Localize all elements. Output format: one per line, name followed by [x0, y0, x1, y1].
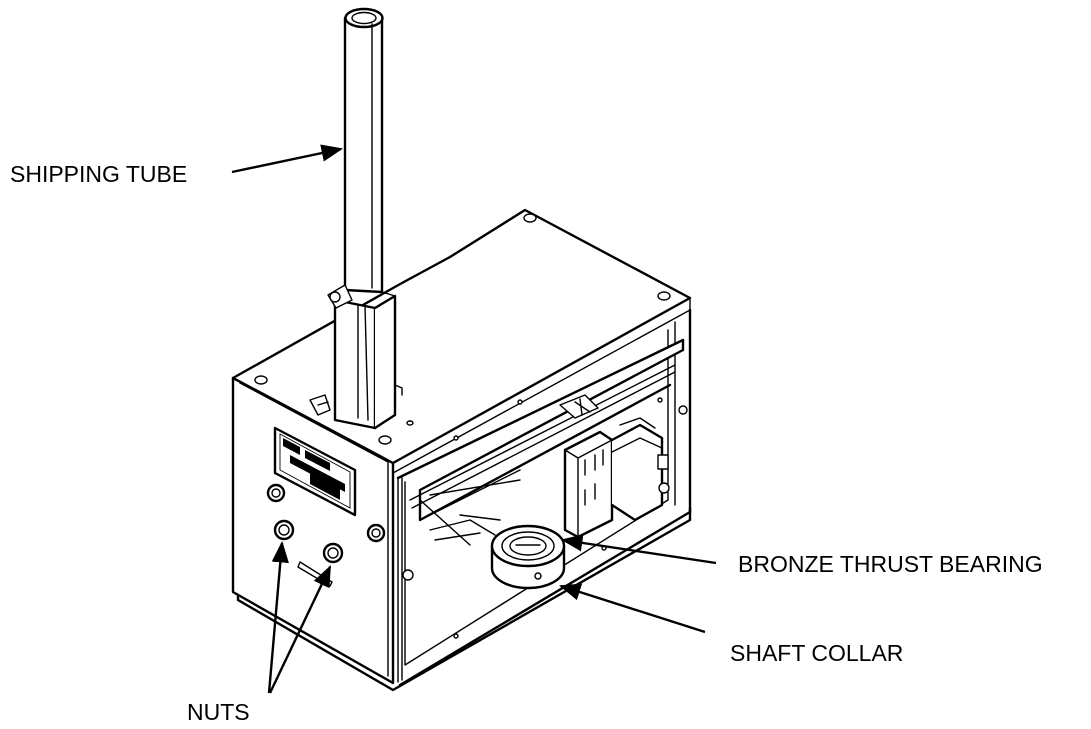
guide-rail [419, 479, 521, 546]
nut [273, 519, 295, 541]
inner-channel-lines [409, 364, 676, 521]
top-screws [254, 213, 671, 445]
control-knob [366, 523, 386, 543]
transformer [563, 417, 670, 539]
leader-nuts-right [268, 565, 332, 694]
side-frame [398, 308, 692, 687]
leader-shaft-collar [558, 583, 706, 634]
leader-shipping-tube [231, 144, 344, 174]
switch-part [559, 394, 599, 419]
leader-bronze-thrust-bearing [560, 534, 717, 565]
bronze-thrust-bearing [429, 519, 566, 590]
nameplate [273, 426, 357, 517]
shipping-tube [309, 7, 403, 430]
label-bronze-thrust-bearing: BRONZE THRUST BEARING [738, 551, 1043, 577]
front-panel-inner-edge [239, 382, 389, 677]
top-plate-edge [392, 297, 691, 474]
control-knob [266, 483, 286, 503]
side-screws [402, 397, 688, 639]
label-shaft-collar: SHAFT COLLAR [730, 640, 903, 666]
side-frame-inner [397, 321, 676, 683]
leader-lines [231, 144, 717, 694]
label-nuts: NUTS [187, 699, 250, 725]
leader-nuts-left [267, 540, 289, 694]
label-shipping-tube: SHIPPING TUBE [10, 161, 187, 187]
nut [322, 542, 344, 564]
inner-channel [396, 338, 685, 522]
